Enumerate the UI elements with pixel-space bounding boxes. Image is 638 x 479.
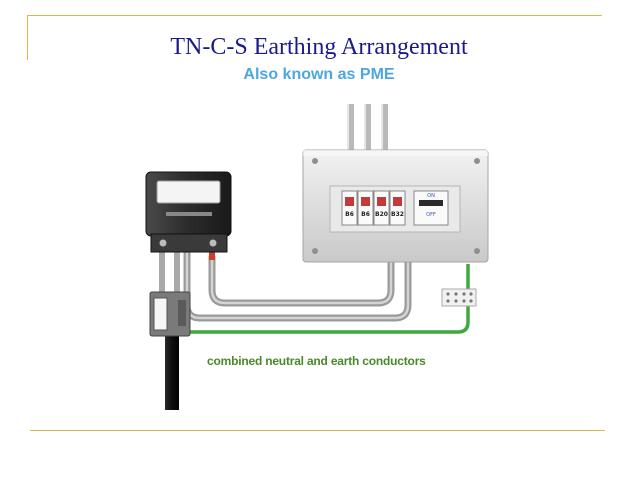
slide-frame-left-rule <box>27 15 28 60</box>
main-switch-on-label: ON <box>427 193 435 199</box>
breaker-4: B32 <box>389 190 406 226</box>
breaker-3-rating: B20 <box>375 211 388 218</box>
incoming-tails-top <box>347 104 388 152</box>
slide-subtitle: Also known as PME <box>243 66 395 83</box>
breaker-4-rating: B32 <box>391 211 404 218</box>
meter-tail-neutral <box>208 256 395 307</box>
breaker-3: B20 <box>373 190 390 226</box>
slide-frame-top-rule <box>27 15 602 16</box>
service-cutout <box>149 291 191 337</box>
breaker-2: B6 <box>357 190 374 226</box>
conductor-caption: combined neutral and earth conductors <box>207 354 426 368</box>
main-switch-off-label: OFF <box>426 212 436 218</box>
earth-terminal-block <box>441 288 477 307</box>
slide-frame-bottom-rule <box>30 430 605 431</box>
breaker-1-rating: B6 <box>345 211 354 218</box>
electricity-meter <box>145 171 232 253</box>
breaker-1: B6 <box>341 190 358 226</box>
consumer-unit: B6 B6 B20 B32 ON OFF <box>302 149 489 263</box>
earth-conductor <box>190 264 470 334</box>
service-cable <box>165 332 179 410</box>
slide-title: TN-C-S Earthing Arrangement <box>170 34 468 60</box>
breaker-2-rating: B6 <box>361 211 370 218</box>
main-switch: ON OFF <box>413 190 449 226</box>
